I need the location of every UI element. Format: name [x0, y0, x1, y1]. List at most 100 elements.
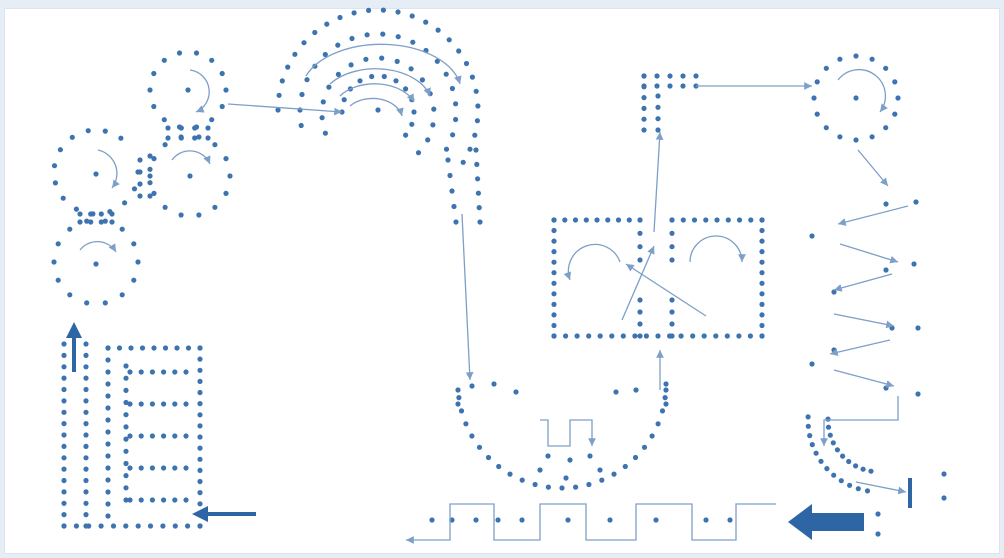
block-dot [667, 73, 672, 78]
block-dot [655, 93, 660, 98]
chamber-dot [563, 333, 568, 338]
gear-dot [357, 78, 362, 83]
grid-dot [123, 363, 128, 368]
chamber-dot [690, 333, 695, 338]
gear-dot [132, 186, 137, 191]
gear-dot [464, 61, 469, 66]
spiral-dot [475, 176, 480, 181]
gear-link-dot [192, 135, 197, 140]
chamber-dot [759, 217, 764, 222]
chamber-dot [669, 321, 674, 326]
gear-dot [380, 31, 385, 36]
gear-dot [430, 122, 435, 127]
zigzag-dot [915, 391, 920, 396]
gear-dot [824, 66, 829, 71]
chamber-dot [692, 217, 697, 222]
mixer-dot [597, 467, 602, 472]
gear-dot [53, 180, 58, 185]
grid-dot [123, 497, 128, 502]
block-dot [680, 73, 685, 78]
gear-dot [352, 10, 357, 15]
mixer-dot [663, 387, 668, 392]
gear-dot [633, 455, 638, 460]
chamber-dot [681, 217, 686, 222]
zigzag-dot [911, 261, 916, 266]
gear-cluster [80, 70, 342, 252]
chamber-dot [609, 333, 614, 338]
gear-dot [456, 48, 461, 53]
grid-dot [197, 457, 202, 462]
gear-dot [337, 15, 342, 20]
gear-dot [177, 50, 182, 55]
gear-dot [135, 259, 140, 264]
grid-dot [123, 485, 128, 490]
chamber-dot [759, 302, 764, 307]
chamber-dot [669, 257, 674, 262]
mixer-dot [491, 381, 496, 386]
gear-dot [444, 72, 449, 77]
gear-dot [151, 104, 156, 109]
gear-dot [403, 133, 408, 138]
chamber-dot [598, 333, 603, 338]
chamber-dot [737, 217, 742, 222]
gear-dot [299, 123, 304, 128]
spiral-dot [445, 157, 450, 162]
chamber-dot [627, 217, 632, 222]
gear-dot [58, 147, 63, 152]
grid-dot [105, 357, 110, 362]
grid-dot [161, 433, 166, 438]
gear-link-dot [147, 167, 152, 172]
gear-dot [837, 134, 842, 139]
gear-dot [883, 66, 888, 71]
chamber-dot [669, 231, 674, 236]
gear-dot [806, 414, 811, 419]
chamber-dot [759, 312, 764, 317]
gear-dot [814, 451, 819, 456]
gear-dot [299, 92, 304, 97]
zigzag-dot [883, 201, 888, 206]
chamber-dot [759, 281, 764, 286]
grid-dot [197, 357, 202, 362]
grid-dot [105, 405, 110, 410]
grid-dot [123, 412, 128, 417]
grid-dot [83, 410, 88, 415]
grid-dot [83, 364, 88, 369]
grid-dot [161, 369, 166, 374]
gear-link-dot [99, 219, 104, 224]
grid-dot [105, 453, 110, 458]
mixer-dot [455, 401, 460, 406]
chamber-dot [551, 217, 556, 222]
gear-dot [892, 112, 897, 117]
spiral-dot [453, 219, 458, 224]
chamber-dot [759, 270, 764, 275]
grid-dot [117, 345, 122, 350]
grid-dot [123, 376, 128, 381]
grid-dot [197, 468, 202, 473]
gear-dot [846, 459, 851, 464]
gear-dot [895, 95, 900, 100]
chamber-dot [759, 228, 764, 233]
grid-dot [183, 401, 188, 406]
grid-dot [172, 465, 177, 470]
gear-hub [187, 173, 192, 178]
grid-dot [186, 345, 191, 350]
gear-hub [93, 261, 98, 266]
grid-dot [105, 477, 110, 482]
pulse-dot [703, 517, 708, 522]
gear-dot [824, 466, 829, 471]
spiral-dot [476, 191, 481, 196]
gear-dot [870, 134, 875, 139]
pulse-dot [875, 511, 880, 516]
gear-link-dot [137, 181, 142, 186]
chamber-dot [551, 260, 556, 265]
spiral-dot [474, 162, 479, 167]
grid-dot [105, 441, 110, 446]
mixer-dot [567, 457, 572, 462]
gear-link-dot [192, 125, 197, 130]
gear-dot [131, 278, 136, 283]
zigzag-dot [809, 233, 814, 238]
grid-dot [83, 444, 88, 449]
chamber-dot [637, 297, 642, 302]
gear-dot [818, 459, 823, 464]
block-dot [680, 83, 685, 88]
